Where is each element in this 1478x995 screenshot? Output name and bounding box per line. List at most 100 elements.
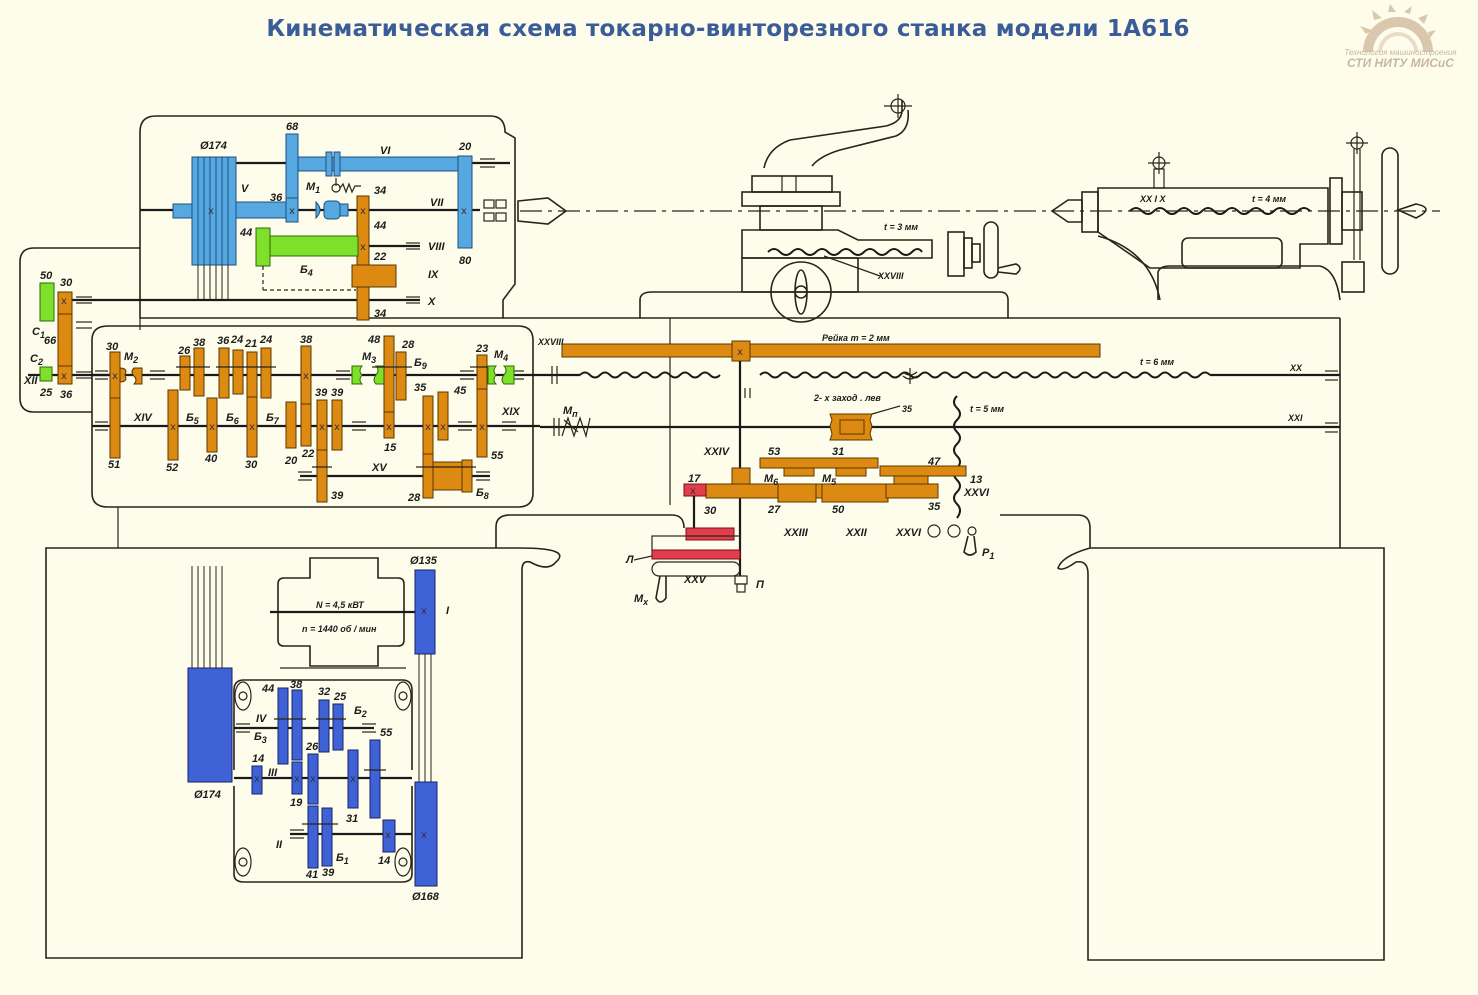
svg-text:x: x [350,774,356,785]
block-b9-label: Б9 [414,357,427,371]
sb-gear-41: 41 [305,869,318,881]
button-p-label: П [756,579,765,591]
shaft-label-viii: VIII [428,241,445,253]
clutch-m6-label: M6 [764,473,779,487]
fb-gear-30: 30 [106,341,119,353]
svg-text:x: x [208,206,214,217]
svg-text:x: x [737,347,743,358]
svg-text:x: x [425,422,431,433]
headstock-pulley: x [191,156,237,266]
clutch-m1-label: M1 [306,181,320,195]
shaft-label-iii: III [268,767,278,779]
motor-speed-label: n = 1440 об / мин [302,624,377,634]
block-b4-label: Б4 [300,264,313,278]
carriage-screw-pitch-label: t = 3 мм [884,222,918,232]
sb-gear-55: 55 [380,727,393,739]
fb-gear-26: 26 [177,345,191,357]
handle-p1-label: P1 [982,547,994,561]
fb-gear-15: 15 [384,442,397,454]
fb-gear-45: 45 [453,385,467,397]
svg-text:x: x [254,774,260,785]
fb-gear-28b: 28 [407,492,421,504]
svg-text:x: x [294,774,300,785]
shaft-label-xxvi-upper: XXVI [963,487,990,499]
svg-text:x: x [303,371,309,382]
svg-text:x: x [61,371,67,382]
fb-gear-55: 55 [491,450,504,462]
sb-gear-32: 32 [318,686,330,698]
gear-44-left: 44 [239,227,252,239]
apron-gear-35: 35 [928,501,941,513]
apron-gear-53: 53 [768,446,780,458]
tool-post: XXVIII t = 3 мм [639,94,1021,323]
shaft-label-ix: IX [428,269,439,281]
fb-gear-24b: 24 [259,334,272,346]
sb-gear-14b: 14 [378,855,390,867]
rack [561,343,1101,358]
motor-power-label: N = 4,5 кВТ [316,600,365,610]
svg-text:x: x [249,422,255,433]
rack-label: Рейка m = 2 мм [822,333,890,343]
shaft-label-iv: IV [256,713,268,725]
svg-text:x: x [421,606,427,617]
sb-gear-38: 38 [290,679,303,691]
change-gears-guitar: x x 50 30 66 25 36 C1 C2 XII [23,270,220,401]
gear-68: 68 [286,121,299,133]
gear-66: 66 [44,335,57,347]
shaft-label-xxvi-lower: XXVI [895,527,922,539]
fb-gear-20: 20 [284,455,298,467]
sb-gear-44: 44 [261,683,274,695]
logo-line-2: СТИ НИТУ МИСиС [1347,56,1454,70]
clutch-m5-label: M5 [822,473,837,487]
shaft-label-vi: VI [380,145,391,157]
svg-text:x: x [461,206,467,217]
svg-text:x: x [170,422,176,433]
diagram-title: Кинематическая схема токарно-винторезног… [266,16,1190,42]
headstock-gearing: x x x xx Ø174 V VI VII [140,121,510,321]
motor-and-speedbox: N = 4,5 кВТ n = 1440 об / мин x Ø135 I x… [187,555,450,903]
lever-l-label: Л [625,554,634,566]
shaft-label-v: V [241,183,250,195]
svg-text:x: x [334,422,340,433]
gear-36-guitar: 36 [60,389,73,401]
speedbox-pulley-out-label: Ø174 [194,789,221,801]
logo: Технология машиностроения СТИ НИТУ МИСиС [1333,4,1468,74]
block-b1-label: Б1 [336,852,349,866]
fb-gear-28: 28 [401,339,415,351]
clutch-m4-label: M4 [494,349,508,363]
svg-text:x: x [690,486,696,497]
block-b3-label: Б3 [254,731,267,745]
shaft-label-xxviii: XXVIII [537,337,564,347]
carriage-screw-shaft-label: XXVIII [877,271,904,281]
fb-gear-39c: 39 [331,490,344,502]
svg-text:x: x [112,371,118,382]
shaft-label-ii: II [276,839,283,851]
gear-80: 80 [459,255,472,267]
gear-22: 22 [373,251,386,263]
feed-box-gearing: x x x x x x x x x x x [92,334,540,504]
fb-gear-36: 36 [217,335,230,347]
shaft-label-xxi: XXI [1287,413,1303,423]
svg-text:x: x [289,206,295,217]
apron-gearing: x Рейка m = 2 мм XXVIII t = 6 мм XX XXI … [537,333,1340,607]
apron-gear-50: 50 [832,504,845,516]
shaft-label-xiv: XIV [133,412,153,424]
gear-20: 20 [458,141,472,153]
svg-text:x: x [385,830,391,841]
motor-pulley-label: Ø135 [410,555,438,567]
block-b8-label: Б8 [476,487,489,501]
fb-gear-40: 40 [204,453,218,465]
sb-gear-26: 26 [305,741,319,753]
block-b7-label: Б7 [266,412,280,426]
shaft-label-xxiii: XXIII [783,527,809,539]
apron-gear-30: 30 [704,505,717,517]
shaft-label-xv: XV [371,462,388,474]
svg-text:x: x [386,422,392,433]
logo-line-1: Технология машиностроения [1344,48,1457,57]
apron-gear-47: 47 [927,456,941,468]
fb-gear-39a: 39 [315,387,328,399]
c1-label: C1 [32,326,45,340]
clutch-m2-label: M2 [124,351,138,365]
fb-gear-35: 35 [414,382,427,394]
